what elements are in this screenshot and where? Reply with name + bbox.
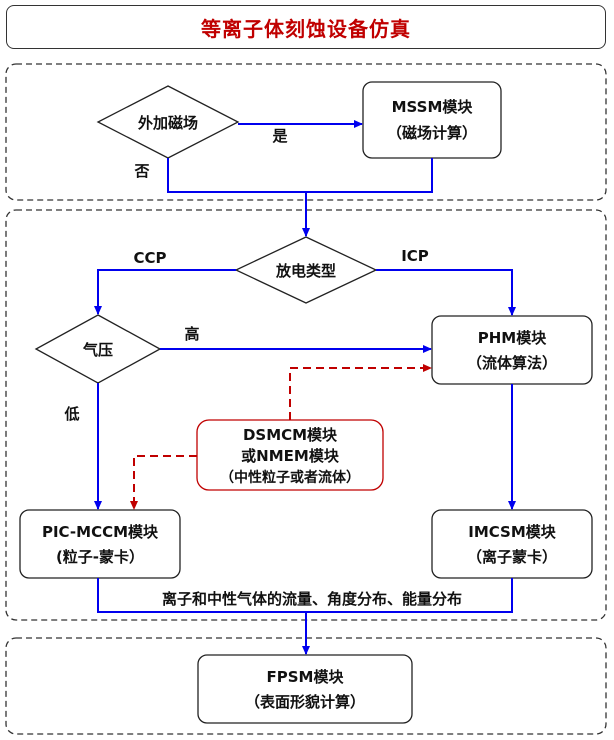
magnetic-field-label: 外加磁场 — [137, 114, 198, 132]
group-magnetic — [5, 63, 607, 201]
dsmcm-subtitle: （中性粒子或者流体） — [220, 469, 360, 486]
edge-label-icp: ICP — [401, 247, 429, 265]
phm-box — [431, 315, 593, 385]
mssm-title: MSSM模块 — [392, 98, 474, 116]
dashed-arrow-to-pic — [130, 455, 197, 510]
pic-mccm-title: PIC-MCCM模块 — [42, 523, 159, 541]
edge-label-low: 低 — [63, 405, 79, 423]
edge-label-ccp: CCP — [133, 249, 166, 267]
mssm-box — [362, 81, 502, 159]
imcsm-subtitle: （离子蒙卡） — [467, 548, 557, 566]
pressure-label: 气压 — [82, 341, 113, 359]
imcsm-box — [431, 509, 593, 579]
mssm-subtitle: （磁场计算） — [387, 124, 477, 142]
imcsm-title: IMCSM模块 — [468, 523, 557, 541]
dsmcm-title: DSMCM模块 — [243, 426, 338, 444]
phm-subtitle: （流体算法） — [467, 354, 557, 372]
pic-mccm-box — [19, 509, 181, 579]
line-pic-bottom — [97, 578, 306, 613]
line-no-path — [167, 158, 306, 193]
fpsm-title: FPSM模块 — [267, 668, 345, 686]
edge-label-no: 否 — [133, 162, 149, 180]
edge-label-high: 高 — [184, 325, 199, 343]
pic-mccm-subtitle: (粒子-蒙卡） — [56, 548, 144, 566]
line-imcsm-bottom — [306, 578, 513, 613]
edge-label-yes: 是 — [271, 127, 288, 145]
fpsm-subtitle: （表面形貌计算） — [245, 693, 365, 711]
line-mssm-down — [306, 158, 433, 193]
discharge-type-label: 放电类型 — [275, 262, 336, 280]
dashed-arrow-to-phm — [289, 364, 432, 420]
arrow-ccp — [94, 269, 236, 315]
phm-title: PHM模块 — [478, 329, 547, 347]
fpsm-box — [197, 654, 413, 724]
edge-label-flux: 离子和中性气体的流量、角度分布、能量分布 — [162, 590, 462, 608]
page-title: 等离子体刻蚀设备仿真 — [6, 5, 606, 49]
decision-discharge-type — [234, 236, 378, 304]
dsmcm-alt: 或NMEM模块 — [241, 447, 340, 465]
arrow-icp — [376, 269, 516, 316]
